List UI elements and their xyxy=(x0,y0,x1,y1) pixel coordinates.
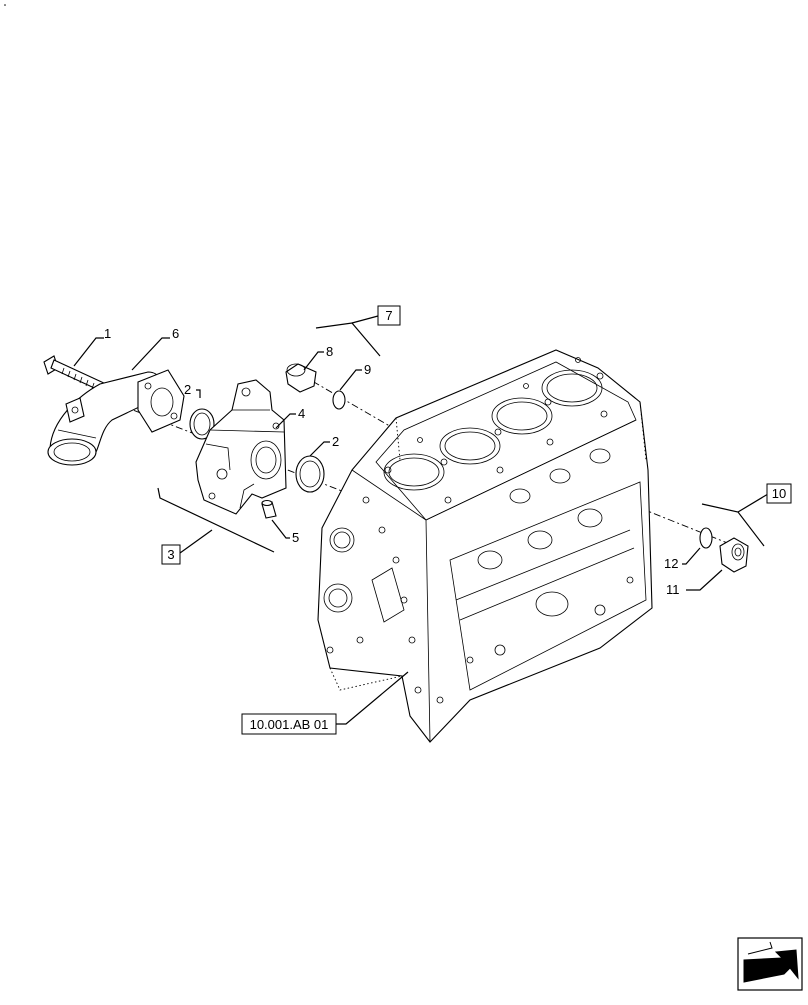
seal-ring-part-9 xyxy=(332,390,346,410)
callout-4: 4 xyxy=(298,406,305,421)
boxed-kit-labels: 7 3 10 xyxy=(161,305,792,565)
callout-1: 1 xyxy=(104,326,111,341)
kit-bracket-lines xyxy=(157,315,769,554)
seal-ring-part-12 xyxy=(699,527,713,549)
reference-label[interactable]: 10.001.AB 01 xyxy=(241,713,337,735)
engine-block xyxy=(317,349,653,743)
callout-2-left: 2 xyxy=(184,382,191,397)
reference-text: 10.001.AB 01 xyxy=(250,717,329,732)
kit-label-7: 7 xyxy=(385,308,392,323)
elbow-fitting-part-6 xyxy=(47,369,185,466)
next-page-arrow-icon[interactable] xyxy=(737,937,803,991)
plug-part-8 xyxy=(285,363,317,393)
kit-label-10: 10 xyxy=(772,486,786,501)
callout-11: 11 xyxy=(666,582,680,597)
kit-label-3: 3 xyxy=(167,547,174,562)
dowel-pin-part-5 xyxy=(261,499,277,519)
thermostat-housing-part-4 xyxy=(195,379,287,515)
leader-lines xyxy=(73,337,723,725)
callout-2-right: 2 xyxy=(332,434,339,449)
callout-6: 6 xyxy=(172,326,179,341)
callout-8: 8 xyxy=(326,344,333,359)
plug-part-11 xyxy=(719,537,749,573)
o-ring-part-2-left xyxy=(189,408,215,440)
callout-9: 9 xyxy=(364,362,371,377)
callout-5: 5 xyxy=(292,530,299,545)
callout-numbers: 1 6 2 4 2 8 9 5 12 11 xyxy=(104,326,680,597)
o-ring-part-2-right xyxy=(295,455,325,493)
callout-12: 12 xyxy=(664,556,678,571)
